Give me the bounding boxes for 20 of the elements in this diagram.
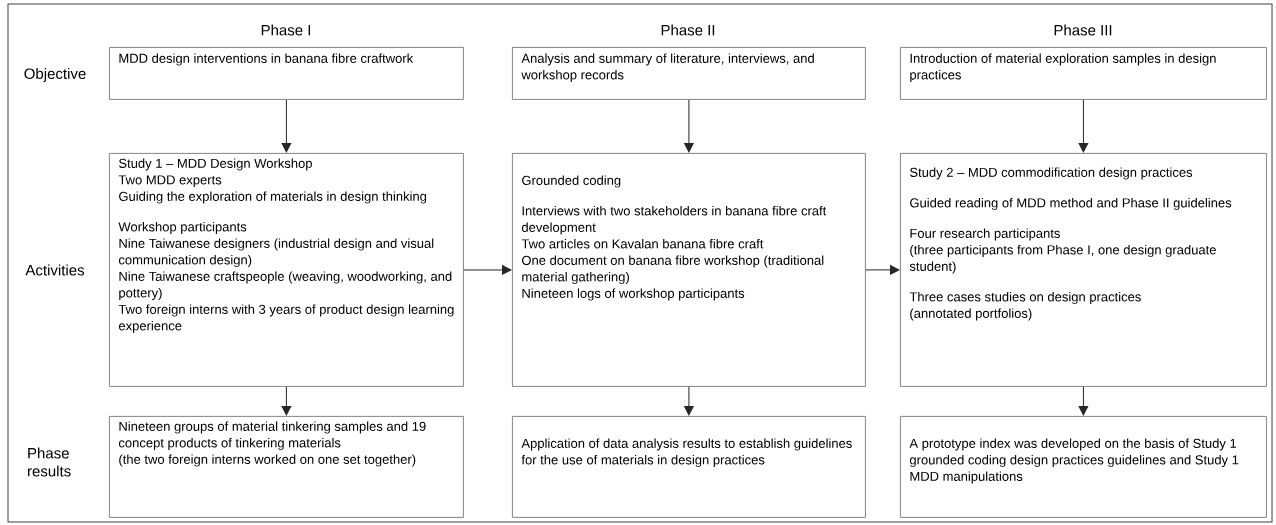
- process-box: Study 1 – MDD Design Workshop Two MDD experts Guiding the exploration of materials in design thinking Workshop participants Nine Taiwanese designers (industrial design and visual communication design) Nine Taiwanese craftspeople (weaving, woodworking, and pottery) Two foreign interns with 3 years of product design learning experience: [109, 153, 464, 387]
- arrow: [463, 265, 512, 275]
- arrow: [1078, 386, 1089, 416]
- row-label: Activities: [25, 264, 85, 276]
- process-box: A prototype index was developed on the basis of Study 1 grounded coding design practices guidelines and Study 1 MDD manipulations: [900, 416, 1267, 518]
- arrow: [865, 265, 900, 275]
- process-box: Introduction of material exploration samples in design practices: [900, 47, 1267, 100]
- arrow: [281, 99, 292, 153]
- row-label: Objective: [24, 68, 86, 82]
- process-box: Analysis and summary of literature, interviews, and workshop records: [512, 47, 866, 100]
- arrow: [684, 99, 694, 153]
- arrow: [684, 386, 694, 416]
- process-box: MDD design interventions in banana fibre craftwork: [109, 47, 464, 100]
- row-label: Phase results: [28, 447, 71, 477]
- process-box: Grounded coding Interviews with two stakeholders in banana fibre craft development Two articles on Kavalan banana fibre craft One document on banana fibre workshop (traditional material gathering) Nineteen logs of workshop participants: [512, 153, 866, 387]
- arrow: [1078, 99, 1089, 153]
- process-box: Nineteen groups of material tinkering samples and 19 concept products of tinkering materials (the two foreign interns worked on one set together): [109, 416, 464, 518]
- arrow: [281, 386, 292, 416]
- process-box: Study 2 – MDD commodification design practices Guided reading of MDD method and Phase II guidelines Four research participants (three participants from Phase I, one design graduate student) Three cases studies on design practices (annotated portfolios): [900, 153, 1267, 387]
- process-box: Application of data analysis results to establish guidelines for the use of materials in design practices: [512, 416, 866, 518]
